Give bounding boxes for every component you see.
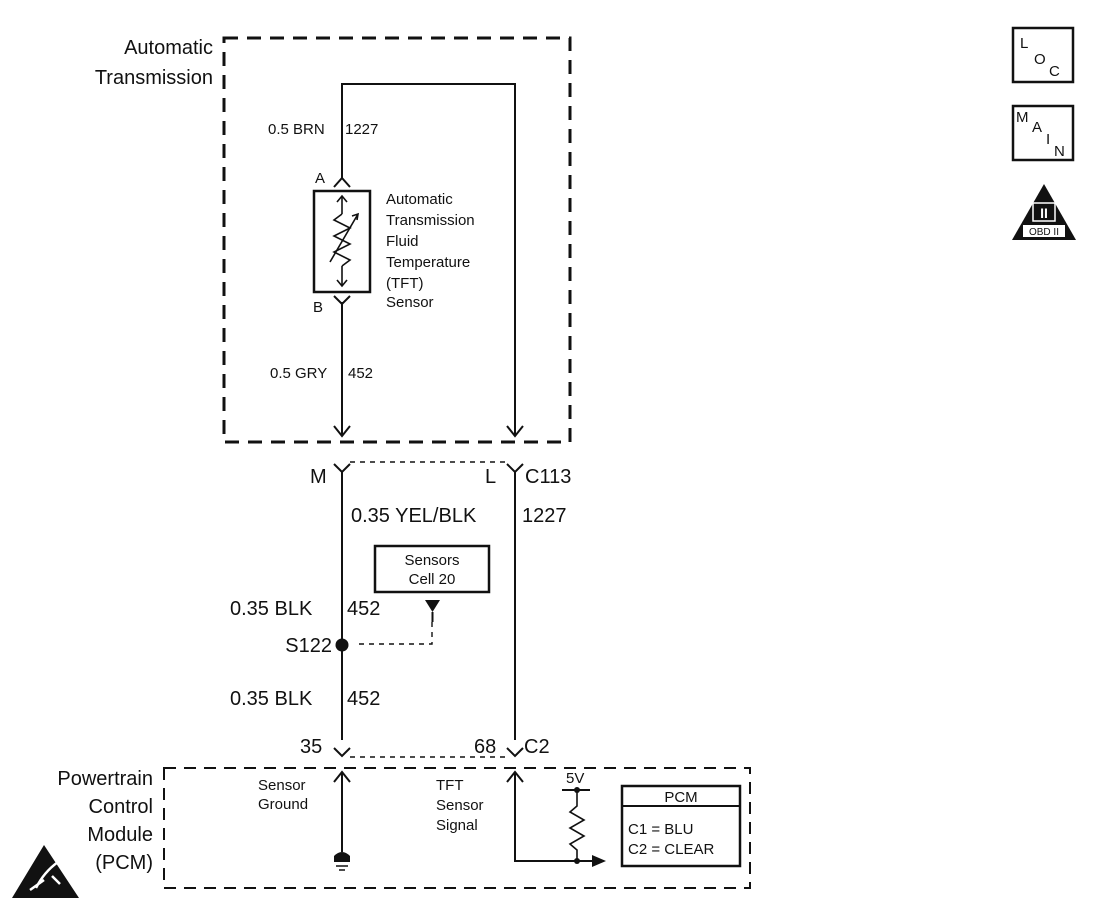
transmission-dashed-boundary: [222, 36, 572, 444]
obd-label-box: [1023, 225, 1065, 237]
tft-sensor: A B Automatic Transmission Fluid Tempera…: [312, 170, 475, 316]
pullup-junction-node: [574, 858, 580, 864]
automatic-transmission-module: Automatic Transmission: [95, 36, 572, 444]
reference-voltage-label: 5V: [566, 770, 584, 787]
pullup-resistor-symbol: [568, 790, 586, 861]
sensors-cell-line1: Sensors: [404, 552, 459, 569]
tft-label-line5: (TFT): [386, 275, 423, 292]
tft-label-line6: Sensor: [386, 294, 434, 311]
esd-warning-icon: [12, 845, 79, 898]
loc-icon[interactable]: L O C: [1011, 26, 1075, 84]
tft-signal-line2: Sensor: [436, 797, 484, 814]
tft-pin-b-label: B: [313, 299, 323, 316]
obd-ii-icon[interactable]: II OBD II: [1012, 184, 1076, 240]
pcm-label-line4: (PCM): [95, 852, 153, 874]
main-icon[interactable]: M A I N: [1011, 104, 1075, 162]
c2-pin-35-label: 35: [300, 736, 322, 758]
arrow-l-internal: [506, 425, 524, 438]
sensors-cell-reference[interactable]: Sensors Cell 20: [356, 544, 491, 645]
signal-input-arrow-icon: [592, 855, 606, 867]
lower-wire-size-color: 0.5 GRY: [270, 365, 327, 382]
pcm-legend-box: [620, 784, 742, 868]
ground-wire-lower-circuit: 452: [347, 688, 380, 710]
tft-pin-b-terminal: [333, 295, 351, 306]
ground-symbol-icon: [334, 852, 350, 862]
signal-wire-circuit: 1227: [522, 505, 567, 527]
pcm-signal-line: [514, 772, 598, 862]
ground-wire-upper-circuit: 452: [347, 598, 380, 620]
c2-pin-68-terminal: [506, 747, 524, 758]
upper-wire-size-color: 0.5 BRN: [268, 121, 325, 138]
tft-label-line3: Fluid: [386, 233, 419, 250]
loc-icon-small: O: [1034, 51, 1046, 68]
pcm-label-line2: Control: [89, 796, 153, 818]
splice-dot: [335, 638, 349, 652]
sensors-cell-box[interactable]: [373, 544, 491, 594]
tft-label-line1: Automatic: [386, 191, 453, 208]
obd-label: OBD II: [1029, 227, 1059, 238]
pcm-legend-c1: C1 = BLU: [628, 821, 693, 838]
pcm-legend-c2: C2 = CLEAR: [628, 841, 714, 858]
harness-wiring: 0.35 YEL/BLK 1227 0.35 BLK 452 0.35 BLK …: [230, 472, 567, 740]
pcm-dashed-boundary: [163, 767, 751, 889]
main-icon-n: N: [1054, 143, 1065, 160]
splice-label: S122: [285, 635, 332, 657]
c113-name-label: C113: [525, 466, 571, 488]
sensor-ground-line1: Sensor: [258, 777, 306, 794]
sensors-cell-line2: Cell 20: [409, 571, 456, 588]
tft-signal-line3: Signal: [436, 817, 478, 834]
sensor-ground-line2: Ground: [258, 796, 308, 813]
reference-marker-icon: [425, 600, 440, 612]
c113-pin-l-label: L: [485, 466, 496, 488]
splice-s122: S122: [285, 635, 349, 657]
pcm-signal-arrow: [506, 770, 524, 783]
transmission-label-line1: Automatic: [124, 37, 213, 59]
tft-pin-a-label: A: [315, 170, 325, 187]
transmission-internal-wiring: 0.5 BRN 1227 0.5 GRY 452: [268, 83, 524, 438]
pcm-legend: PCM C1 = BLU C2 = CLEAR: [620, 784, 742, 868]
tft-pin-a-terminal: [333, 176, 351, 188]
transmission-label-line2: Transmission: [95, 67, 213, 89]
ground-wire-lower-size-color: 0.35 BLK: [230, 688, 313, 710]
loc-icon-sub: C: [1049, 63, 1060, 80]
obd-numeral-box: [1032, 202, 1056, 222]
c2-pin-35-terminal: [333, 747, 351, 758]
ground-symbol-lines: [336, 865, 348, 871]
signal-wire-size-color: 0.35 YEL/BLK: [351, 505, 477, 527]
main-icon-a: A: [1032, 119, 1042, 136]
tft-label-line4: Temperature: [386, 254, 470, 271]
pcm-label-line3: Module: [87, 824, 153, 846]
main-icon-i: I: [1046, 131, 1050, 148]
c113-pin-m-terminal: [333, 463, 351, 474]
c2-pin-68-label: 68: [474, 736, 496, 758]
c113-pin-l-terminal: [506, 463, 524, 474]
splice-reference-dash: [356, 622, 433, 645]
ground-wire-upper-size-color: 0.35 BLK: [230, 598, 313, 620]
pcm-label-line1: Powertrain: [57, 768, 153, 790]
wire-1227-internal: [341, 83, 516, 436]
c2-name-label: C2: [524, 736, 550, 758]
upper-wire-circuit: 1227: [345, 121, 378, 138]
obd-numeral: II: [1040, 205, 1048, 221]
pcm-module: Powertrain Control Module (PCM) Sensor G…: [57, 767, 751, 889]
lower-wire-circuit: 452: [348, 365, 373, 382]
pcm-legend-title: PCM: [664, 789, 697, 806]
tft-signal-line1: TFT: [436, 777, 464, 794]
tft-label-line2: Transmission: [386, 212, 475, 229]
pcm-ground-arrow: [333, 770, 351, 783]
tft-sensor-upper-arrow: [336, 194, 348, 214]
arrow-m-internal: [333, 425, 351, 438]
thermistor-variable-arrow: [329, 212, 360, 263]
connector-c2: 35 68 C2: [300, 736, 550, 758]
connector-c113: M L C113: [310, 461, 571, 488]
c113-pin-m-label: M: [310, 466, 327, 488]
main-icon-m: M: [1016, 109, 1029, 126]
tft-sensor-lower-arrow: [336, 266, 348, 288]
loc-icon-big: L: [1020, 35, 1028, 52]
